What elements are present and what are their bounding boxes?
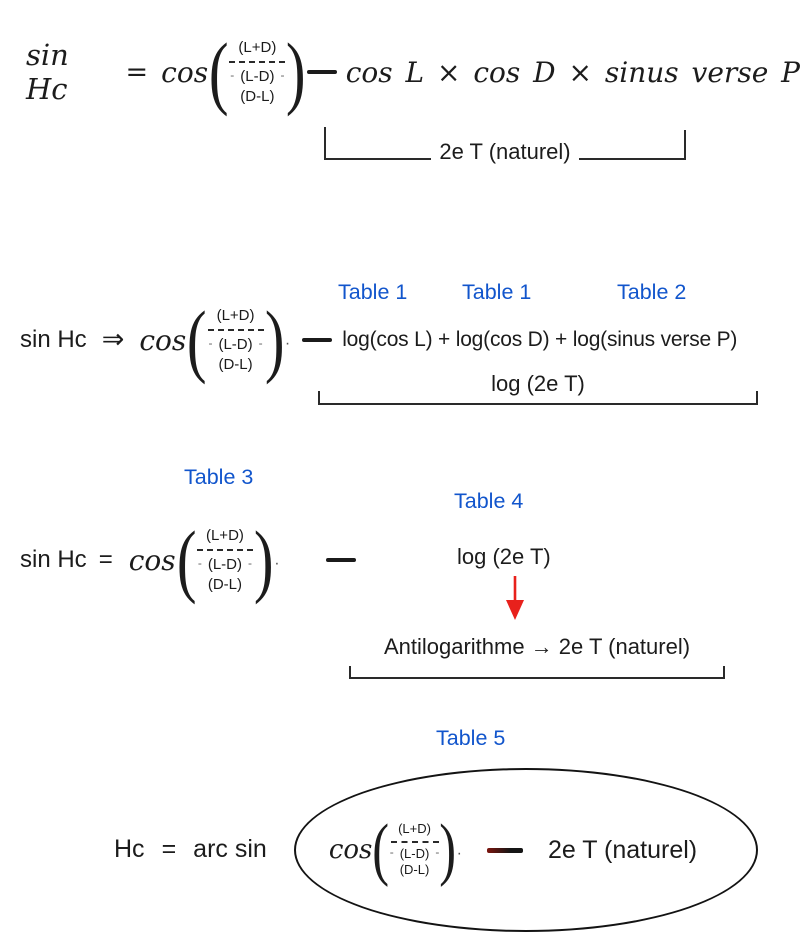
bracket-tick (349, 666, 352, 679)
fraction-bottom: (D-L) (207, 575, 243, 593)
fraction-bottom: (D-L) (399, 862, 430, 878)
row1-rhs: cos L × cos D × sinus verse P (345, 55, 800, 89)
close-paren: ) (439, 810, 457, 888)
fraction-mid-row: - (L-D) - (230, 67, 284, 87)
row4-lhs: Hc (114, 834, 145, 863)
open-paren: ( (187, 294, 207, 386)
fraction-mid: (L-D) (218, 336, 253, 354)
red-down-arrow-icon (506, 576, 524, 620)
side-dash: - (435, 845, 440, 860)
minus-operator (325, 557, 356, 563)
row3-equation: sin Hc = cos ( (L+D) - (L-D) - (D-L) ) · (20, 514, 356, 606)
bracket-line (326, 157, 432, 160)
bracket-tick (755, 391, 758, 405)
fraction-top: (L+D) (398, 820, 431, 836)
minus-operator (306, 69, 337, 75)
fraction-mid: (L-D) (399, 845, 430, 861)
fraction-divider (229, 61, 286, 64)
table2-label: Table 2 (617, 280, 687, 304)
cos-label: cos (128, 543, 176, 577)
fraction-stack: (L+D) - (L-D) - (D-L) (206, 306, 266, 375)
row1-underbrace-label: 2e T (naturel) (439, 139, 571, 164)
row4-equals: = (161, 834, 177, 863)
fraction-bottom: (D-L) (240, 87, 275, 105)
row2-rhs: log(cos L) + log(cos D) + log(sinus vers… (342, 328, 738, 351)
close-paren: ) (253, 514, 274, 606)
cos-fraction-term-4: cos ( (L+D) - (L-D) - (D-L) ) · (328, 810, 462, 888)
antilog-label: Antilogarithme → 2e T (naturel) (383, 634, 691, 659)
fraction-stack: (L+D) - (L-D) - (D-L) (195, 526, 255, 595)
result-ellipse: cos ( (L+D) - (L-D) - (D-L) ) · 2e T (na… (294, 768, 758, 932)
side-dash: - (389, 845, 394, 860)
bracket-tick (324, 127, 327, 160)
row4-lhs-group: Hc = arc sin (114, 834, 267, 864)
arc-sin-label: arc sin (193, 834, 267, 863)
cos-fraction-term-3: cos ( (L+D) - (L-D) - (D-L) ) · (128, 514, 280, 606)
side-dash: - (280, 68, 285, 83)
fraction-stack: (L+D) - (L-D) - (D-L) (227, 38, 287, 107)
fraction-stack: (L+D) - (L-D) - (D-L) (388, 821, 442, 880)
row1-lhs: sin Hc (26, 38, 69, 106)
row2-underbrace: log (2e T) (318, 371, 758, 405)
fraction-top: (L+D) (238, 38, 277, 56)
trailing-dot: · (274, 555, 280, 572)
table1-label-a: Table 1 (338, 280, 408, 304)
side-dash: - (248, 556, 253, 571)
fraction-divider (196, 549, 253, 552)
table5-label: Table 5 (436, 726, 506, 750)
row2-lhs: sin Hc (20, 326, 87, 353)
close-paren: ) (264, 294, 285, 386)
bracket-line (349, 676, 725, 679)
fraction-top: (L+D) (205, 526, 244, 544)
cos-label: cos (139, 323, 187, 357)
side-dash: - (208, 336, 213, 351)
row1-underbrace: 2e T (naturel) (324, 122, 687, 164)
table1-label-b: Table 1 (462, 280, 532, 304)
fraction-mid: (L-D) (240, 68, 275, 86)
row4-rhs: 2e T (naturel) (547, 835, 698, 864)
antilog-underbrace: Antilogarithme → 2e T (naturel) (349, 634, 725, 679)
fraction-divider (390, 840, 439, 843)
fraction-mid-row: - (L-D) - (198, 555, 252, 575)
row3-log-label: log (2e T) (457, 544, 551, 569)
fraction-top: (L+D) (216, 306, 255, 324)
row1-equals: = (125, 56, 149, 88)
fraction-mid-row: - (L-D) - (389, 845, 440, 863)
fraction-mid: (L-D) (207, 556, 243, 574)
fraction-divider (207, 329, 264, 332)
bracket-tick (722, 666, 725, 679)
row2-underbrace-label: log (2e T) (491, 371, 585, 396)
fraction-mid-row: - (L-D) - (208, 335, 262, 355)
trailing-dot: · (284, 335, 291, 352)
implies-arrow: ⇒ (101, 323, 125, 354)
side-dash: - (258, 336, 263, 351)
side-dash: - (230, 68, 235, 83)
cos-fraction-term-1: cos ( (L+D) - (L-D) - (D-L) ) (161, 26, 306, 118)
row1-equation: sin Hc = cos ( (L+D) - (L-D) - (D-L) ) c… (26, 26, 800, 118)
table4-label: Table 4 (454, 489, 524, 513)
minus-operator (486, 847, 523, 853)
row3-lhs: sin Hc (20, 546, 87, 573)
minus-operator (302, 337, 333, 343)
bracket-tick (318, 391, 321, 405)
row2-equation: sin Hc ⇒ cos ( (L+D) - (L-D) - (D-L) ) ·… (20, 294, 737, 386)
bracket-tick (683, 130, 687, 160)
open-paren: ( (372, 810, 390, 888)
cos-label: cos (328, 834, 373, 865)
bracket-line (578, 157, 684, 160)
cos-fraction-term-2: cos ( (L+D) - (L-D) - (D-L) ) · (139, 294, 291, 386)
fraction-bottom: (D-L) (218, 355, 253, 373)
cos-label: cos (161, 55, 209, 89)
side-dash: - (197, 556, 202, 571)
row3-equals: = (98, 546, 113, 573)
open-paren: ( (208, 26, 229, 118)
bracket-line (318, 402, 758, 405)
close-paren: ) (286, 26, 306, 118)
table3-label: Table 3 (184, 465, 254, 489)
trailing-dot: · (456, 844, 462, 862)
open-paren: ( (176, 514, 197, 606)
